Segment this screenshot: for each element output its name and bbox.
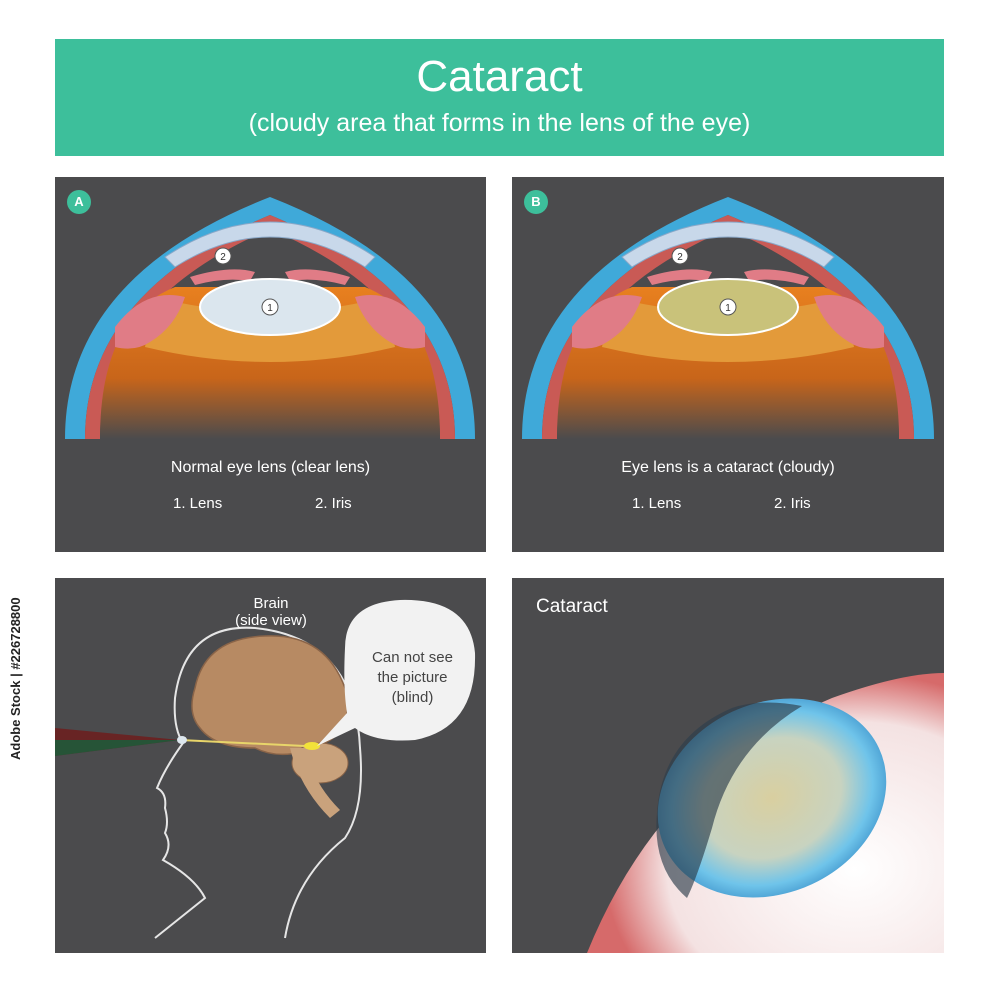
choroid-shape <box>85 215 455 439</box>
marker-lens-circle <box>719 298 737 316</box>
normal-eye-illustration: 1 2 <box>65 197 475 439</box>
iris-left <box>190 269 255 285</box>
optic-nerve-line <box>179 739 306 747</box>
panel-brain-vision: Brain (side view) Can not see the pictur… <box>55 578 486 953</box>
panel-b-caption: Eye lens is a cataract (cloudy) <box>621 459 835 476</box>
brainstem-shape <box>290 748 340 818</box>
light-ray-green <box>55 740 180 756</box>
choroid-shape <box>542 215 914 439</box>
stock-id-label: Adobe Stock | #226728800 <box>8 597 23 760</box>
page-subtitle: (cloudy area that forms in the lens of t… <box>248 109 751 137</box>
page-title: Cataract <box>416 52 583 101</box>
brain-label-line-2: (side view) <box>235 612 307 629</box>
panel-a-caption: Normal eye lens (clear lens) <box>170 459 371 476</box>
cornea-shape <box>621 221 835 268</box>
brain-label: Brain (side view) <box>215 595 327 629</box>
cataract-eye-illustration: 1 2 <box>522 197 934 439</box>
iris-left <box>647 269 712 285</box>
ciliary-body-left <box>115 295 185 349</box>
iris-right <box>285 269 350 285</box>
marker-iris-circle <box>671 247 689 265</box>
panel-b-item-lens: 1. Lens <box>632 495 682 512</box>
marker-iris-circle <box>214 247 232 265</box>
thought-bubble <box>317 599 476 746</box>
bubble-line-3: (blind) <box>391 689 434 706</box>
brain-shape <box>191 635 349 756</box>
ciliary-body-right <box>355 295 425 349</box>
panel-b-badge: B <box>524 190 548 214</box>
panel-a-badge: A <box>67 190 91 214</box>
panel-a-item-lens: 1. Lens <box>173 495 223 512</box>
eye-shape <box>177 736 187 744</box>
brain-head-illustration <box>55 599 476 939</box>
head-outline <box>154 626 362 939</box>
panel-normal-eye: 1 2 A Normal eye lens (clear lens) 1. Le… <box>55 177 486 552</box>
ciliary-body-right <box>814 295 884 349</box>
marker-iris-label: 2 <box>220 252 226 263</box>
closeup-title: Cataract <box>536 596 608 617</box>
bubble-text: Can not see the picture (blind) <box>355 648 470 708</box>
panel-a-item-iris: 2. Iris <box>315 495 352 512</box>
iris-right <box>744 269 809 285</box>
marker-lens-label: 1 <box>725 303 731 314</box>
lens-shadow <box>656 702 802 898</box>
panel-cataract-closeup: Cataract <box>512 578 944 953</box>
marker-lens-label: 1 <box>267 303 273 314</box>
panel-cataract-eye: 1 2 B Eye lens is a cataract (cloudy) 1.… <box>512 177 944 552</box>
ciliary-body-left <box>572 295 642 349</box>
bubble-line-2: the picture <box>377 669 448 686</box>
bubble-line-1: Can not see <box>372 649 453 666</box>
title-banner: Cataract (cloudy area that forms in the … <box>55 39 944 156</box>
marker-lens-circle <box>261 298 279 316</box>
brain-label-line-1: Brain <box>253 595 289 612</box>
cornea-shape <box>164 221 376 268</box>
marker-iris-label: 2 <box>677 252 683 263</box>
cataract-closeup-illustration <box>587 673 944 953</box>
visual-cortex-spot <box>304 742 320 750</box>
panel-b-item-iris: 2. Iris <box>774 495 811 512</box>
